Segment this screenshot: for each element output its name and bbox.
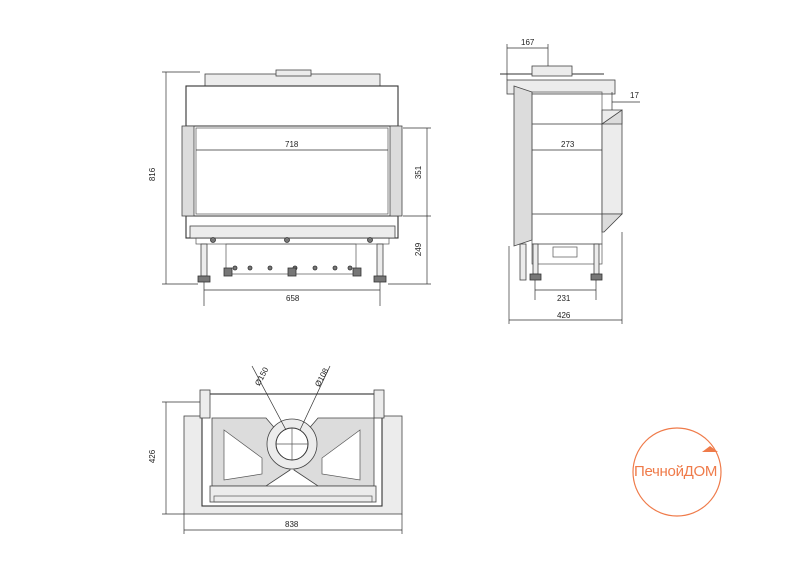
side-view — [500, 44, 640, 324]
dim-d150: Ø150 — [253, 365, 271, 388]
dim-426-side: 426 — [557, 311, 571, 320]
logo-text: ПечнойДОМ — [634, 463, 718, 480]
dim-816: 816 — [148, 167, 158, 182]
top-view — [162, 365, 403, 534]
dim-17: 17 — [630, 91, 639, 100]
dim-658: 658 — [286, 294, 300, 303]
dim-838: 838 — [285, 520, 299, 529]
dim-d108: Ø108 — [313, 366, 331, 389]
dim-231: 231 — [557, 294, 571, 303]
logo-circle — [632, 427, 722, 517]
dim-249: 249 — [414, 242, 424, 257]
front-view — [162, 69, 431, 306]
dim-273: 273 — [561, 140, 575, 149]
dim-426-top: 426 — [148, 449, 158, 464]
dim-351: 351 — [414, 165, 424, 180]
house-icon — [702, 446, 718, 452]
logo — [632, 427, 722, 517]
dim-718: 718 — [285, 140, 299, 149]
dim-167: 167 — [521, 38, 535, 47]
